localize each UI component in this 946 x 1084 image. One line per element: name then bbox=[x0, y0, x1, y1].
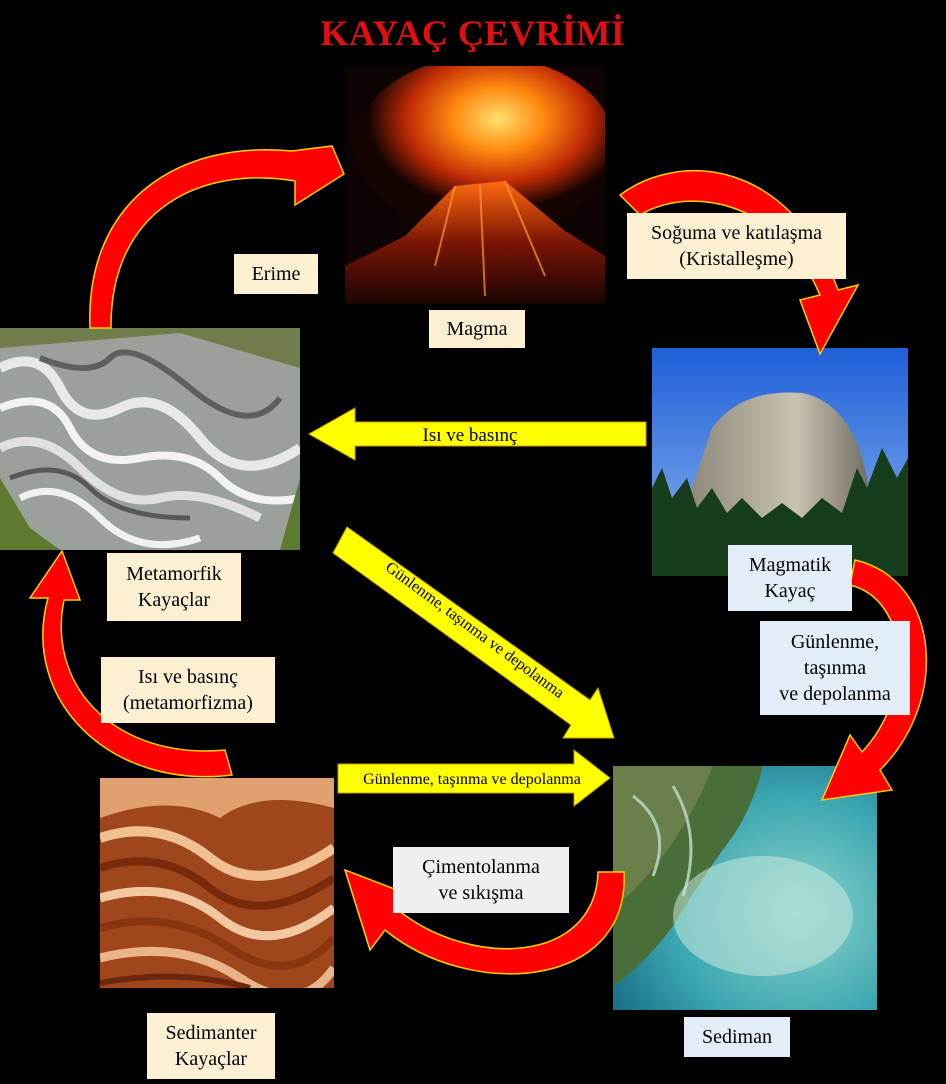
sandstone-wave-photo bbox=[100, 778, 334, 988]
granite-mountain-photo bbox=[652, 348, 908, 576]
node-sediman: Sediman bbox=[684, 1017, 790, 1057]
process-isi-basinc-metamorfizma: Isı ve basınç (metamorfizma) bbox=[101, 657, 275, 723]
cycle-arrow-right bbox=[820, 559, 928, 801]
cycle-arrow-metamorfizma bbox=[28, 549, 233, 778]
process-cimentolanma: Çimentolanma ve sıkışma bbox=[393, 847, 569, 913]
node-sedimanter-kayaclar: Sedimanter Kayaçlar bbox=[147, 1013, 275, 1079]
process-erime: Erime bbox=[234, 254, 318, 294]
process-soguma: Soğuma ve katılaşma (Kristalleşme) bbox=[627, 213, 846, 279]
node-magmatik-kayac: Magmatik Kayaç bbox=[728, 545, 852, 611]
node-magma: Magma bbox=[429, 310, 525, 348]
label-gunlenme-diag: Günlenme, taşınma ve depolanma bbox=[382, 559, 567, 702]
process-gunlenme-right: Günlenme, taşınma ve depolanma bbox=[760, 621, 910, 715]
process-arrow-gunlenme-bottom bbox=[337, 748, 611, 808]
cycle-arrow-cimentolanma bbox=[343, 868, 625, 975]
process-arrow-gunlenme-diag bbox=[332, 526, 615, 739]
process-arrow-isi-basinc bbox=[307, 407, 647, 461]
volcano-photo bbox=[345, 66, 605, 304]
node-metamorfik-kayaclar: Metamorfik Kayaçlar bbox=[107, 553, 241, 621]
river-delta-satellite-photo bbox=[613, 766, 877, 1010]
diagram-title: KAYAÇ ÇEVRİMİ bbox=[320, 13, 626, 53]
label-isi-basinc: Isı ve basınç bbox=[423, 425, 518, 446]
folded-metamorphic-rock-photo bbox=[0, 328, 300, 550]
cycle-arrow-erime bbox=[89, 145, 345, 329]
label-gunlenme-bottom: Günlenme, taşınma ve depolanma bbox=[363, 771, 581, 788]
